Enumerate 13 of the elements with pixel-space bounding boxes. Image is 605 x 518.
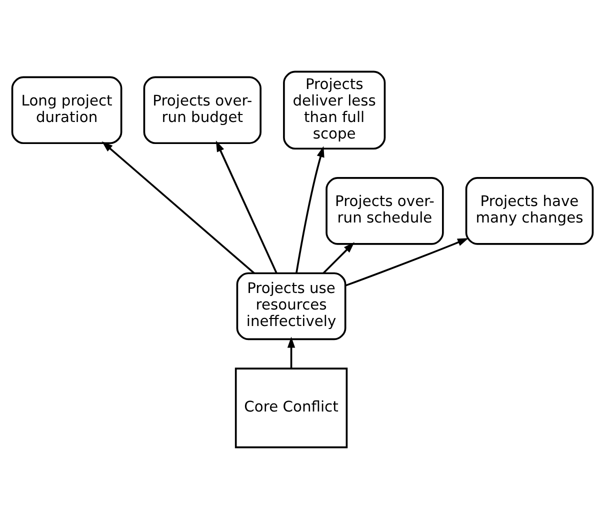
arrow xyxy=(216,140,278,274)
arrow xyxy=(322,242,354,274)
arrow xyxy=(345,238,469,286)
arrow xyxy=(287,336,296,368)
node-box: Projects over-run budget xyxy=(143,76,262,144)
node-box: Core Conflict xyxy=(234,367,348,448)
arrow xyxy=(102,140,255,274)
node-box: Long project duration xyxy=(11,76,122,144)
node-box: Projects have many changes xyxy=(465,176,594,244)
node-box: Projects over-run schedule xyxy=(326,176,444,244)
node-box: Projects use resources ineffectively xyxy=(236,272,346,340)
node-box: Projects deliver less than full scope xyxy=(283,70,386,150)
arrow xyxy=(296,146,324,273)
